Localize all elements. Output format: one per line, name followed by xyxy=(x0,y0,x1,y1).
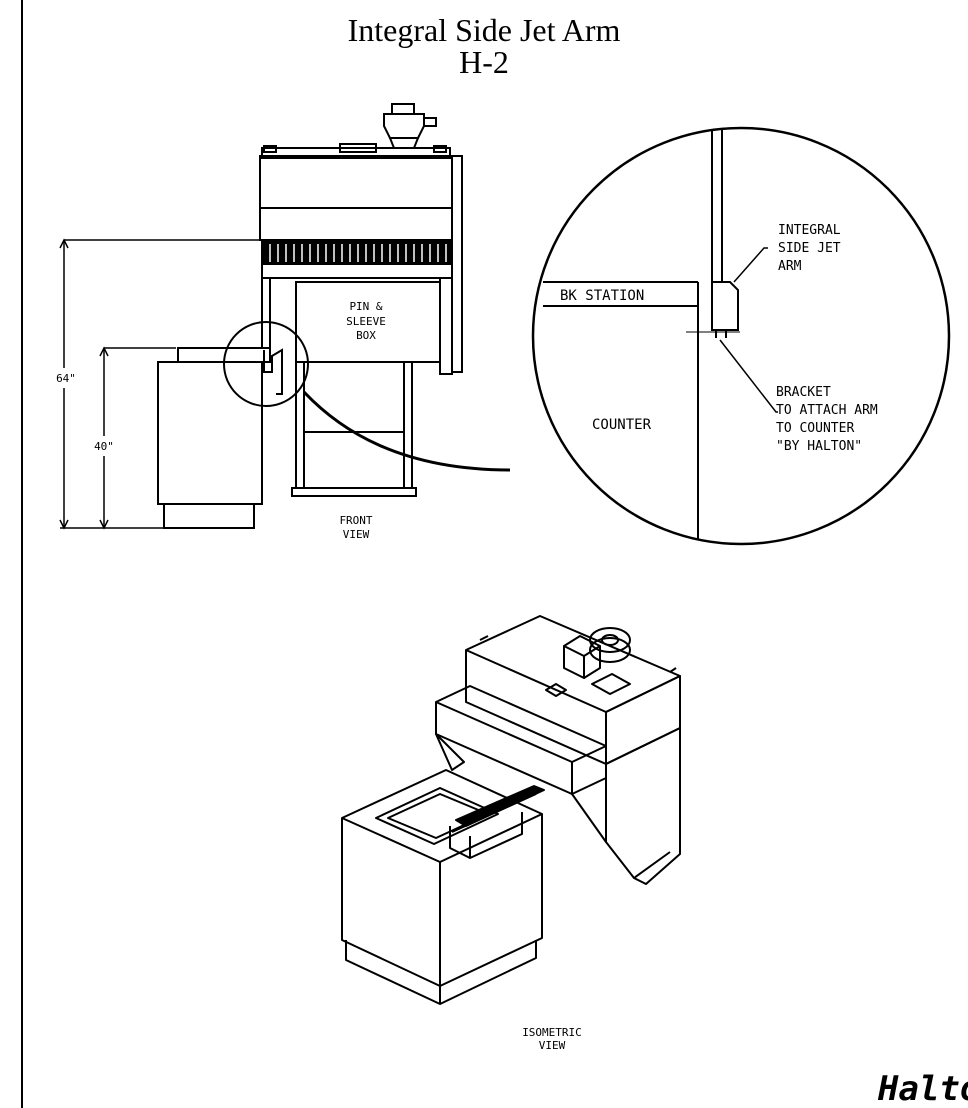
dimension-64-label: 64" xyxy=(56,372,76,385)
bk-station-label: BK STATION xyxy=(560,288,644,304)
bracket-label-1: BRACKET xyxy=(776,385,831,400)
drawing-number: H-2 xyxy=(459,44,509,80)
drawing-title: Integral Side Jet Arm xyxy=(347,12,621,48)
counter-label: COUNTER xyxy=(592,417,652,433)
front-view xyxy=(59,103,463,530)
hood-body xyxy=(259,155,453,209)
pin-sleeve-label-3: BOX xyxy=(356,329,376,342)
hood-top-plate xyxy=(261,147,451,159)
detail-leader xyxy=(302,390,511,472)
front-view-label-2: VIEW xyxy=(343,528,370,541)
front-view-label-1: FRONT xyxy=(339,514,372,527)
bracket-label-3: TO COUNTER xyxy=(776,421,854,436)
detail-view xyxy=(531,126,951,546)
detail-callout-circle xyxy=(223,321,309,407)
iso-counter-top xyxy=(341,769,543,863)
bracket-label-2: TO ATTACH ARM xyxy=(776,403,878,418)
arm-label-3: ARM xyxy=(778,259,802,274)
dimension-40-label: 40" xyxy=(94,440,114,453)
iso-view-label-1: ISOMETRIC xyxy=(522,1026,582,1039)
arm-label-2: SIDE JET xyxy=(778,241,841,256)
exhaust-fan xyxy=(383,103,437,149)
filter-bank xyxy=(261,239,453,265)
jet-arm-detail xyxy=(711,281,739,331)
iso-view-label-2: VIEW xyxy=(539,1039,566,1052)
bracket-label-4: "BY HALTON" xyxy=(776,439,862,454)
pin-sleeve-label-2: SLEEVE xyxy=(346,315,386,328)
arm-label-1: INTEGRAL xyxy=(778,223,841,238)
halton-logo: Halton xyxy=(877,1069,968,1108)
isometric-view xyxy=(341,615,681,1005)
pin-sleeve-label-1: PIN & xyxy=(349,300,382,313)
counter-base xyxy=(163,503,255,529)
counter-body xyxy=(157,361,263,505)
